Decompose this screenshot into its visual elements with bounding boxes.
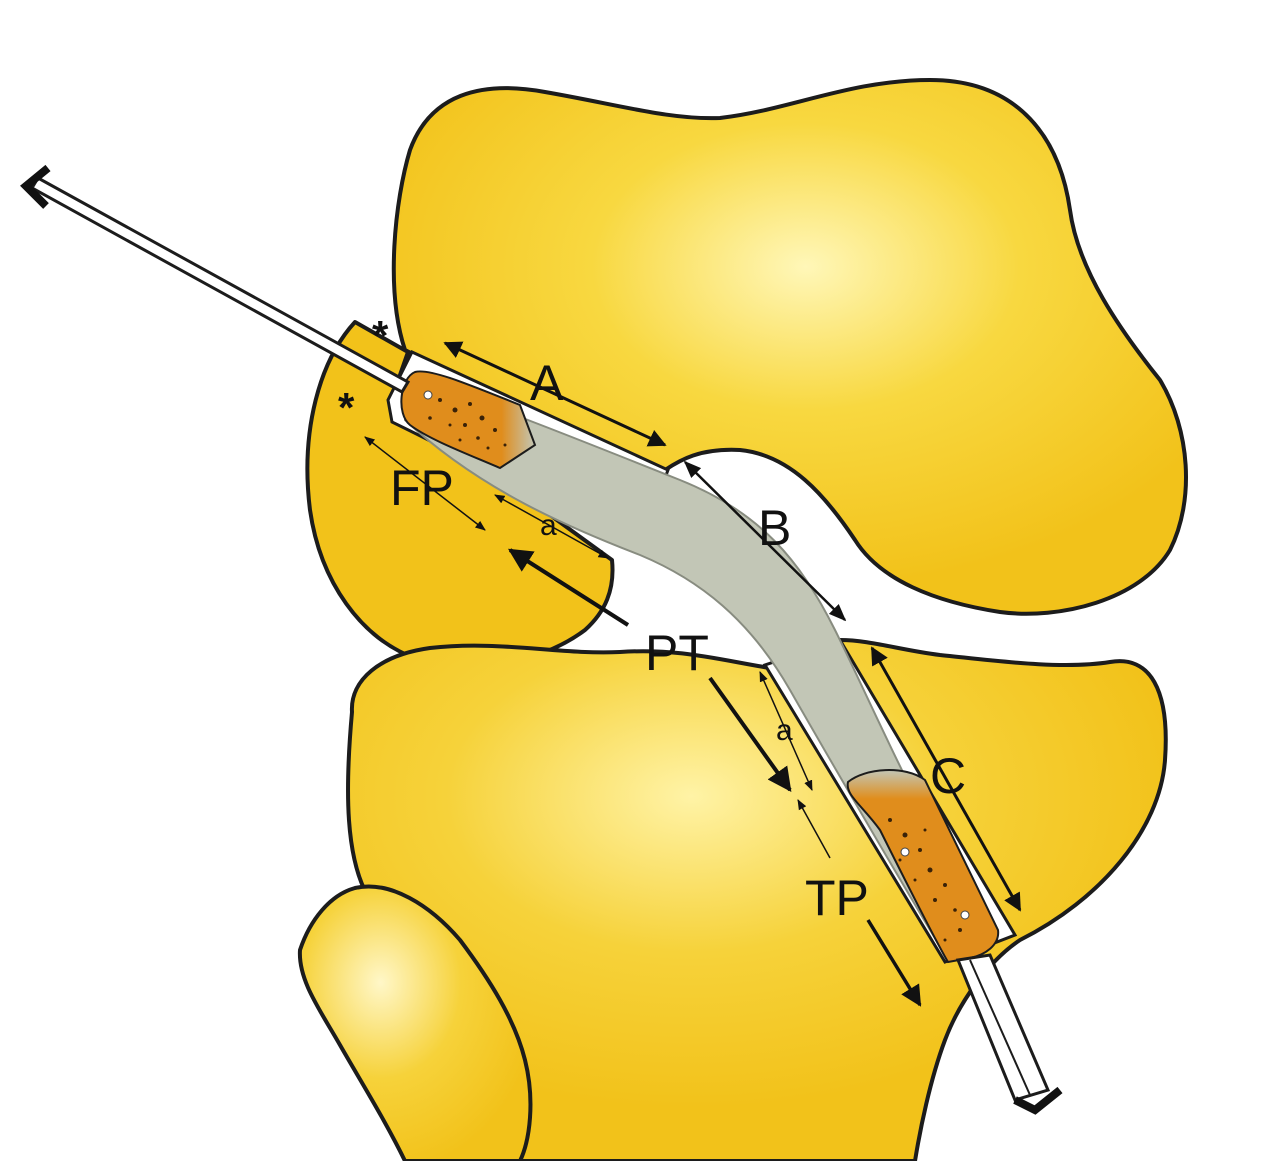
label-A: A xyxy=(530,355,564,411)
arrow-B xyxy=(683,460,847,622)
label-FP: FP xyxy=(390,460,454,516)
label-TP: TP xyxy=(805,870,869,926)
arrow-PT-femoral xyxy=(507,548,630,627)
label-C: C xyxy=(930,748,966,804)
asterisk-lower: * xyxy=(338,384,355,431)
arrow-C xyxy=(870,646,1022,912)
fibula xyxy=(297,884,533,1161)
femur xyxy=(391,78,1189,616)
arrow-FP xyxy=(364,436,486,531)
label-B: B xyxy=(758,500,791,556)
arrow-a-tibial xyxy=(759,671,813,791)
arrow-TP-lower xyxy=(866,919,922,1007)
arrow-TP-upper xyxy=(797,799,831,859)
label-PT: PT xyxy=(645,625,709,681)
femoral-pull-rod xyxy=(20,164,411,395)
asterisk-upper: * xyxy=(372,312,389,359)
label-a-tibial: a xyxy=(776,714,793,747)
femoral-fixation-point xyxy=(423,390,433,400)
arrow-A xyxy=(443,341,667,447)
tibial-pull-rod xyxy=(955,953,1063,1115)
arrow-a-femoral xyxy=(494,494,609,559)
label-a-femoral: a xyxy=(540,509,557,542)
tibial-fixation-point-lower xyxy=(960,910,970,920)
tibial-fixation-point-upper xyxy=(900,847,910,857)
